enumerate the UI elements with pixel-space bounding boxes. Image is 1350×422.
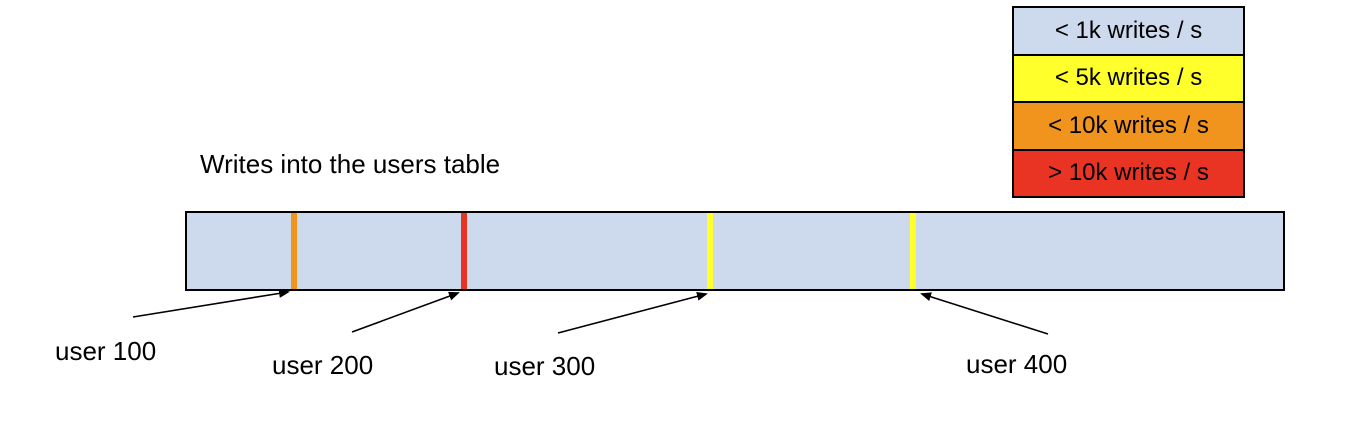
user-100-label: user 100 xyxy=(55,336,157,366)
arrow-user-100 xyxy=(132,288,290,318)
arrow-user-400 xyxy=(920,292,1049,335)
hotspot-stripe-user-300 xyxy=(707,213,713,289)
hotspot-stripe-user-100 xyxy=(291,213,297,289)
arrow-user-300 xyxy=(557,291,708,334)
legend: < 1k writes / s < 5k writes / s < 10k wr… xyxy=(1012,6,1245,198)
legend-item-lt-10k: < 10k writes / s xyxy=(1014,101,1243,149)
user-200-label: user 200 xyxy=(272,350,374,380)
legend-item-lt-1k: < 1k writes / s xyxy=(1014,8,1243,54)
arrow-user-200 xyxy=(351,291,460,333)
hotspot-stripe-user-200 xyxy=(461,213,467,289)
legend-item-gt-10k: > 10k writes / s xyxy=(1014,148,1243,196)
hotspot-stripe-user-400 xyxy=(910,213,916,289)
users-table-bar xyxy=(185,211,1285,291)
user-300-label: user 300 xyxy=(494,351,596,381)
user-400-label: user 400 xyxy=(966,349,1068,379)
diagram-title: Writes into the users table xyxy=(200,149,501,179)
legend-item-lt-5k: < 5k writes / s xyxy=(1014,53,1243,101)
